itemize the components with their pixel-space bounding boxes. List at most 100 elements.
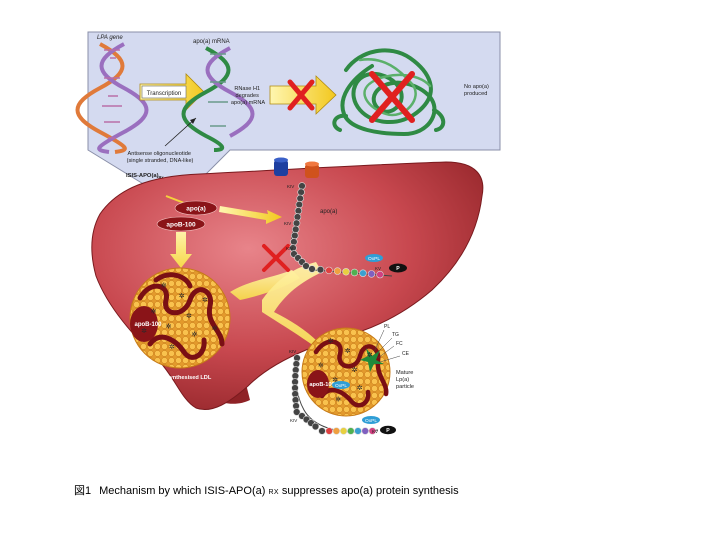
apob-synthesis-arrow <box>170 232 192 268</box>
kringle-bead <box>316 266 325 274</box>
lipid-ce-label: CE <box>402 351 410 357</box>
no-apoa-label: No apo(a) produced <box>464 84 490 97</box>
lipid-core-icon <box>360 348 384 372</box>
kringle-bead <box>302 262 310 270</box>
kringle-bead <box>350 268 359 277</box>
figure-number: 図1 <box>74 485 92 497</box>
kiv-label-mid: KIV <box>284 221 291 226</box>
caption-end: suppresses apo(a) protein synthesis <box>281 485 459 497</box>
svg-text:P: P <box>396 266 400 272</box>
lipid-pl-label: PL <box>384 324 390 330</box>
dna-helix-icon <box>75 42 149 154</box>
kringle-bead <box>325 427 333 435</box>
svg-text:OxPL: OxPL <box>368 256 380 262</box>
protein-marker-icon: ✲ <box>166 322 172 330</box>
lpa-gene-label: LPA gene <box>97 35 123 41</box>
protein-marker-icon: ✲ <box>357 384 363 392</box>
p-badge: P <box>389 263 407 273</box>
svg-text:apo(a): apo(a) <box>186 206 206 213</box>
kringle-bead <box>347 427 355 435</box>
caption-main: Mechanism by which ISIS-APO(a) <box>99 485 266 497</box>
aso-label: Antisense oligonucleotide (single strand… <box>127 151 194 164</box>
rnase-text: RNase H1 degrades apo(a) mRNA <box>231 86 265 106</box>
protein-marker-icon: ✲ <box>332 376 338 384</box>
mature-lpa-label: Mature Lp(a) particle <box>396 370 415 390</box>
protein-marker-icon: ✲ <box>212 324 218 332</box>
kringle-bead <box>311 422 320 431</box>
assembly-path-left <box>230 270 300 300</box>
svg-text:OxPL: OxPL <box>365 418 377 424</box>
aso-pointer-line <box>164 117 197 147</box>
transcription-arrow: Transcription <box>139 73 205 111</box>
kringle-bead <box>333 267 342 275</box>
cross-icon <box>262 244 290 272</box>
lpa-particle: apoB-100 ✲ ✲ ✲ ✲ ✲ ✲ ✲ ✲ OxPL <box>301 327 391 417</box>
kringle-bead <box>292 225 300 234</box>
ldl-particle: apoB-100 ✲✲✲✲✲✲✲✲✲✲ <box>129 267 231 369</box>
kringle-bead <box>332 427 341 435</box>
protein-marker-icon: ✲ <box>335 396 341 404</box>
liver: apo(a) apoB-100 apo(a) KIV KIV KIV OxPL <box>91 157 484 435</box>
protein-marker-icon: ✲ <box>328 337 334 345</box>
svg-text:P: P <box>386 428 390 434</box>
apoa-synthesis-arrow <box>219 206 282 224</box>
p-badge-lpa: P <box>380 425 396 435</box>
kringle-bead <box>325 266 333 275</box>
kiv-label-low: KIV <box>286 246 293 251</box>
degraded-mrna-tangle <box>332 48 446 137</box>
mechanism-panel: LPA gene Transcription apo(a) mRNA RNase… <box>75 31 501 205</box>
protein-marker-icon: ✲ <box>202 296 208 304</box>
kv-label: KV <box>375 266 381 271</box>
oxpl-badge: OxPL <box>365 254 383 262</box>
kv-label-lpa: KV <box>372 429 378 434</box>
cross-icon <box>369 71 415 123</box>
assembly-path-main <box>262 262 332 362</box>
kringle-bead <box>294 207 303 215</box>
svg-text:apoB-100: apoB-100 <box>166 222 196 229</box>
apoa-chain: apo(a) KIV KIV KIV OxPL KV P <box>284 182 407 279</box>
kringle-bead <box>339 427 348 435</box>
svg-text:OxPL: OxPL <box>335 383 347 389</box>
mrna-helix-icon <box>181 46 255 152</box>
protein-marker-icon: ✲ <box>151 307 157 315</box>
cross-icon <box>287 79 315 111</box>
apoa-mrna-label: apo(a) mRNA <box>193 39 230 45</box>
kringle-bead <box>359 269 367 277</box>
kiv-label-lpa-top: KIV <box>289 349 296 354</box>
protein-marker-icon: ✲ <box>318 362 324 370</box>
lipid-tg-label: TG <box>392 332 399 338</box>
kringle-bead <box>296 194 304 203</box>
blocked-translation-arrow <box>269 75 337 115</box>
kringle-bead <box>368 427 377 435</box>
kringle-bead <box>342 268 350 276</box>
vessel-blue <box>274 160 288 176</box>
kringle-bead <box>376 270 384 279</box>
protein-marker-icon: ✲ <box>141 327 147 335</box>
protein-marker-icon: ✲ <box>367 351 373 359</box>
kringle-bead <box>293 213 302 221</box>
protein-marker-icon: ✲ <box>192 331 198 339</box>
protein-marker-icon: ✲ <box>186 312 192 320</box>
lipid-fc-label: FC <box>396 341 403 347</box>
kringle-bead <box>361 427 369 435</box>
kringle-bead <box>308 265 316 273</box>
lipid-labels <box>373 329 401 363</box>
protein-marker-icon: ✲ <box>352 366 358 374</box>
protein-marker-icon: ✲ <box>169 343 175 351</box>
lpa-apob-label: apoB-100 <box>309 382 334 388</box>
drug-label: ISIS-APO(a)Rx <box>126 173 164 180</box>
kringle-bead <box>297 188 305 196</box>
protein-marker-icon: ✲ <box>345 347 351 355</box>
ldl-label: Newly synthesised LDL <box>149 375 212 381</box>
protein-marker-icon: ✲ <box>161 281 167 289</box>
apob-badge: apoB-100 <box>156 216 206 232</box>
oxpl-badge-chain: OxPL <box>362 416 380 424</box>
kringle-bead <box>292 219 301 227</box>
kringle-bead <box>318 427 326 435</box>
vessel-orange <box>305 164 319 178</box>
kiv-label-lpa-low: KIV <box>290 418 297 423</box>
lpa-apoa-chain: KIV KIV OxPL KV P <box>289 349 396 435</box>
apoa-badge: apo(a) <box>174 200 218 216</box>
caption-subscript: RX <box>268 489 279 496</box>
